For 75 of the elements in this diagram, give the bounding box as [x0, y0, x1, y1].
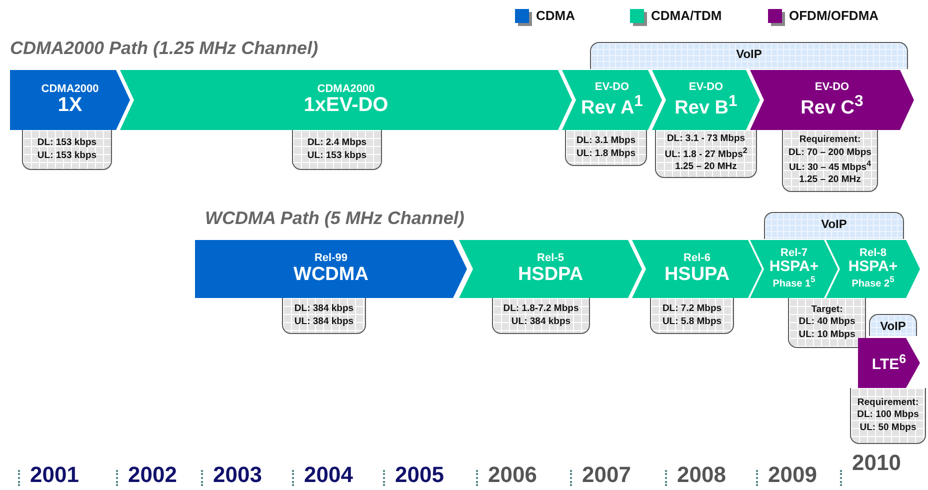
spec-text: DL: 384 kbps: [294, 303, 354, 316]
stage-banner: [652, 70, 760, 130]
spec-text: UL: 50 Mbps: [860, 422, 916, 434]
path-heading: WCDMA Path (5 MHz Channel): [205, 208, 464, 229]
stage-subtitle: EV-DO: [594, 82, 630, 94]
stage-subtitle: Rel-7: [780, 248, 808, 260]
spec-text: UL: 153 kbps: [307, 150, 367, 162]
stage-subtitle: Rel-99: [314, 253, 348, 265]
spec-text: DL: 40 Mbps: [798, 316, 856, 329]
year-label: 2005: [395, 462, 444, 488]
stage-banner: [10, 70, 130, 130]
stage-title: 1X: [58, 95, 82, 116]
spec-text: Requirement:: [857, 396, 919, 410]
stage-subtitle: EV-DO: [814, 82, 850, 94]
spec-text: 1.25 – 20 MHz: [799, 174, 861, 187]
stage-title: HSUPA: [664, 264, 730, 285]
year-label: 2004: [304, 462, 353, 488]
spec-text: DL: 3.1 - 73 Mbps: [666, 133, 746, 146]
year-label: 2008: [677, 462, 726, 488]
stage-banner: [562, 70, 662, 130]
year-label: 2010: [852, 450, 901, 476]
legend-text: CDMA/TDM: [651, 8, 722, 23]
spec-text: UL: 384 kbps: [511, 316, 571, 328]
stage-subtitle: Rel-6: [684, 253, 710, 265]
spec-text: UL: 384 kbps: [294, 316, 354, 328]
stage-title: Rev C$^{3}$: [800, 94, 864, 118]
legend-text: OFDM/OFDMA: [789, 8, 879, 23]
path-heading: CDMA2000 Path (1.25 MHz Channel): [10, 38, 318, 59]
stage-title: Rev A$^{1}$: [581, 94, 643, 118]
spec-text: 1.25 – 20 MHz: [675, 161, 737, 174]
voip-band: VoIP: [590, 42, 908, 69]
stage-title: Phase 2$^{5}$: [852, 275, 894, 290]
stage-title: 1xEV-DO: [304, 95, 388, 116]
stage-banner: [120, 70, 572, 130]
stage-title: HSPA+: [848, 259, 898, 276]
spec-text: UL: 1.8 Mbps: [576, 148, 636, 160]
stage-subtitle: Rel-8: [860, 248, 886, 260]
stage-subtitle: EV-DO: [688, 82, 724, 94]
stage-subtitle: CDMA2000: [317, 84, 375, 96]
stage-banner: [459, 240, 642, 298]
stage-title: LTE$^{6}$: [872, 353, 906, 373]
spec-text: UL: 153 kbps: [37, 150, 97, 162]
stage-subtitle: Rel-5: [537, 253, 564, 265]
stage-banner: [195, 240, 467, 298]
spec-text: Requirement:: [799, 134, 861, 147]
stage-subtitle: CDMA2000: [41, 84, 99, 96]
spec-text: DL: 2.4 Mbps: [307, 137, 367, 150]
spec-text: DL: 1.8-7.2 Mbps: [503, 303, 579, 316]
stage-title: HSDPA: [518, 264, 584, 285]
stage-banner: [858, 338, 920, 388]
legend-text: CDMA: [536, 8, 575, 23]
spec-text: DL: 153 kbps: [37, 137, 97, 150]
year-label: 2006: [488, 462, 537, 488]
year-label: 2009: [768, 462, 817, 488]
spec-text: UL: 10 Mbps: [798, 328, 856, 342]
stage-title: WCDMA: [294, 264, 368, 285]
stage-title: Rev B$^{1}$: [674, 94, 738, 118]
spec-text: UL: 5.8 Mbps: [662, 316, 722, 328]
spec-text: UL: 30 – 45 Mbps$^{4}$: [788, 158, 871, 174]
voip-band: VoIP: [869, 314, 917, 336]
year-label: 2007: [582, 462, 631, 488]
voip-band: VoIP: [764, 212, 904, 239]
spec-text: DL: 70 – 200 Mbps: [788, 146, 872, 159]
spec-text: DL: 7.2 Mbps: [662, 303, 722, 316]
stage-banner: [750, 70, 914, 130]
year-label: 2003: [213, 462, 262, 488]
stage-banner: [632, 240, 762, 298]
stage-title: HSPA+: [769, 259, 819, 276]
stage-title: Phase 1$^{5}$: [772, 275, 816, 290]
spec-text: UL: 1.8 - 27 Mbps$^{2}$: [664, 146, 748, 162]
spec-text: DL: 100 Mbps: [857, 409, 919, 422]
year-label: 2001: [30, 462, 79, 488]
spec-text: DL: 3.1 Mbps: [576, 135, 636, 148]
spec-text: Target:: [811, 304, 843, 316]
year-label: 2002: [128, 462, 177, 488]
